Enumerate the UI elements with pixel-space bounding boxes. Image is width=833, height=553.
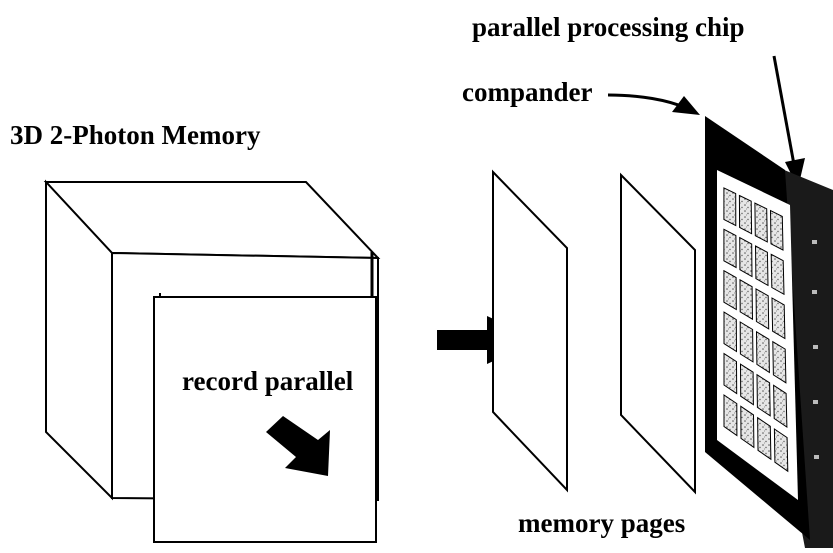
down-right-arrow-icon [266, 416, 330, 476]
memory-page-2 [620, 172, 696, 495]
chip-cell [754, 202, 768, 243]
memory-pages-label: memory pages [518, 508, 686, 538]
chip-cell [723, 394, 738, 437]
chip-cell [723, 352, 738, 395]
chip-cell [739, 278, 754, 321]
chip-pointer [772, 55, 805, 188]
compander-label: compander [462, 77, 593, 107]
memory-page-1 [492, 169, 568, 493]
extracted-page [153, 296, 377, 543]
chip-cell [739, 363, 754, 406]
chip-cell [723, 311, 738, 353]
chip-cell [740, 405, 755, 449]
chip-cell [756, 373, 771, 417]
chip-label: parallel processing chip [472, 12, 745, 42]
chip-cell [738, 194, 753, 235]
chip-cell [723, 228, 737, 269]
record-parallel-label: record parallel [182, 366, 354, 396]
chip-cell [772, 340, 787, 384]
chip-cell [754, 245, 769, 287]
memory-3d-label: 3D 2-Photon Memory [10, 120, 261, 150]
chip-cell [769, 209, 784, 251]
chip-pins [812, 240, 819, 459]
chip-cell [771, 297, 786, 340]
chip-grid [723, 187, 789, 473]
chip-cell [773, 384, 788, 428]
chip-cell [723, 269, 737, 311]
processing-chip [705, 116, 833, 548]
chip-cell [770, 253, 785, 296]
chip-cell [739, 321, 754, 363]
chip-cell [757, 416, 772, 461]
chip-cell [739, 236, 753, 278]
chip-cell [723, 187, 737, 227]
compander-pointer [607, 93, 700, 115]
chip-cell [755, 330, 770, 374]
chip-cell [773, 428, 789, 473]
chip-cell [755, 288, 770, 330]
